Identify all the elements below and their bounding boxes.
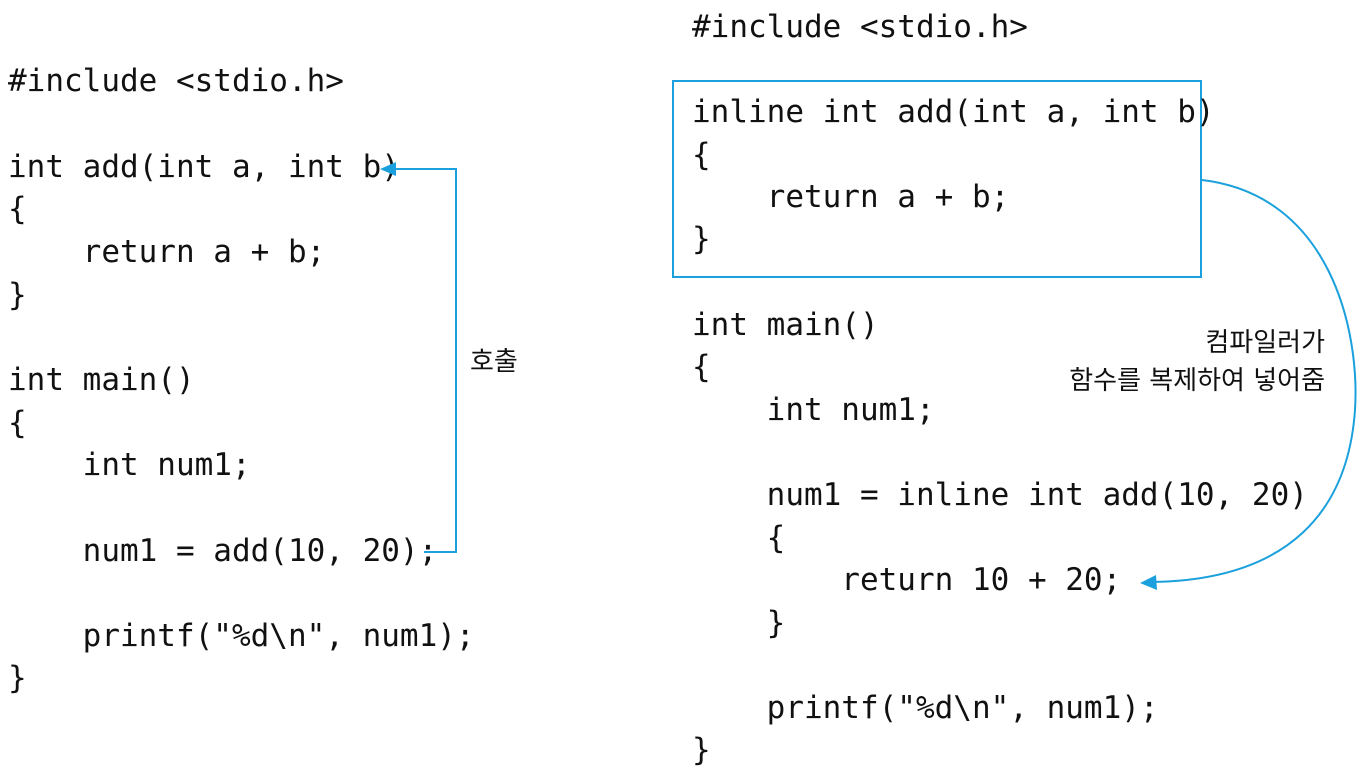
call-label: 호출 xyxy=(470,347,518,377)
inline-copy-arrow-path xyxy=(1151,179,1357,583)
code-line: int add(int a, int b) xyxy=(8,149,400,185)
code-line: { xyxy=(692,349,711,385)
inline-function-box xyxy=(672,80,1202,278)
code-line: { xyxy=(692,137,711,173)
code-line: } xyxy=(8,660,27,696)
code-line: printf("%d\n", num1); xyxy=(8,618,475,654)
call-arrow-path xyxy=(392,168,457,553)
code-line: { xyxy=(8,191,27,227)
call-arrowhead-icon xyxy=(380,162,396,176)
code-line: } xyxy=(692,732,711,768)
code-line: int num1; xyxy=(8,447,251,483)
code-line: } xyxy=(692,605,786,641)
code-line: #include <stdio.h> xyxy=(692,9,1028,45)
code-line: } xyxy=(8,277,27,313)
code-line: return 10 + 20; xyxy=(692,562,1122,598)
code-line: int num1; xyxy=(692,392,935,428)
code-line: { xyxy=(692,520,786,556)
compiler-note-line2: 함수를 복제하여 넣어줌 xyxy=(1069,366,1325,396)
code-line: int main() xyxy=(692,307,879,343)
code-line: } xyxy=(692,221,711,257)
code-line: inline int add(int a, int b) xyxy=(692,94,1215,130)
code-line: return a + b; xyxy=(692,179,1010,215)
code-line: int main() xyxy=(8,362,195,398)
inline-arrowhead-icon xyxy=(1140,575,1157,590)
code-line: return a + b; xyxy=(8,234,326,270)
code-line: #include <stdio.h> xyxy=(8,63,344,99)
code-line: num1 = inline int add(10, 20) xyxy=(692,477,1308,513)
compiler-note-line1: 컴파일러가 xyxy=(1205,328,1325,358)
code-line: { xyxy=(8,405,27,441)
code-line: printf("%d\n", num1); xyxy=(692,690,1159,726)
